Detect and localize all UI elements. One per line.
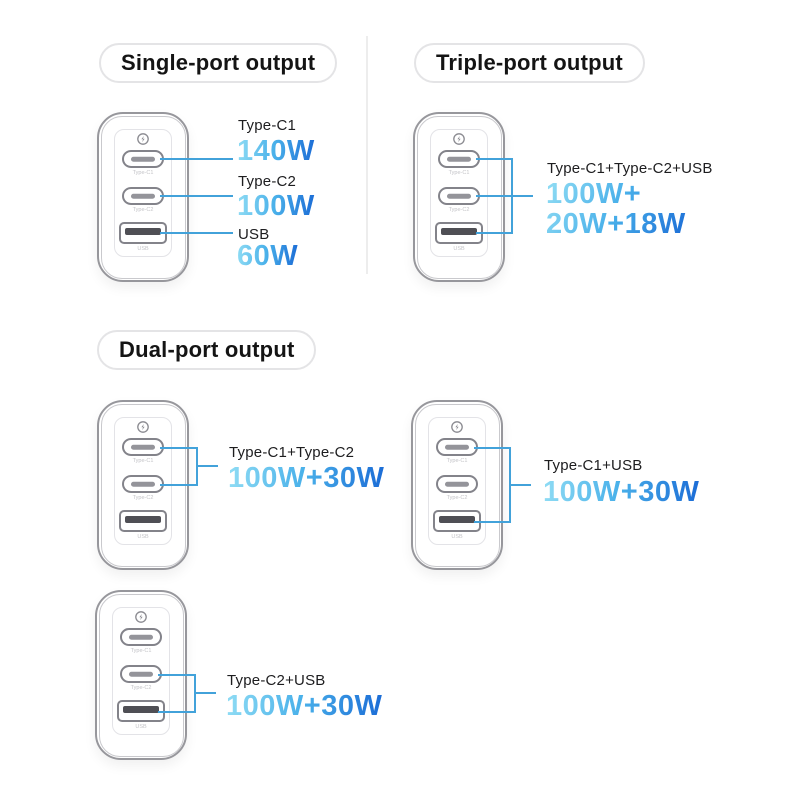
charger-illustration: Type-C1 Type-C2 USB xyxy=(97,112,189,282)
connector-line xyxy=(160,447,196,449)
port-name-label: Type-C2+USB xyxy=(227,672,326,689)
connector-line xyxy=(476,195,511,197)
fast-charge-logo-icon xyxy=(453,133,465,145)
charger-illustration: Type-C1 Type-C2 USB xyxy=(411,400,503,570)
fast-charge-logo-icon xyxy=(451,421,463,433)
usb-a-port xyxy=(117,700,165,722)
usb-a-tongue xyxy=(441,227,477,235)
type-c-pin xyxy=(445,481,469,487)
type-c1-port-label: Type-C1 xyxy=(448,170,470,176)
port-name-label: USB xyxy=(238,226,270,243)
section-divider xyxy=(366,36,368,274)
type-c2-port xyxy=(120,665,162,683)
connector-line xyxy=(194,692,216,694)
type-c2-port xyxy=(122,475,164,493)
usb-port-label: USB xyxy=(453,246,465,252)
usb-a-port xyxy=(435,222,483,244)
wattage-value: 140W xyxy=(237,135,315,167)
type-c2-port-label: Type-C2 xyxy=(132,207,154,213)
fast-charge-logo-icon xyxy=(137,421,149,433)
connector-line xyxy=(511,195,533,197)
usb-port-label: USB xyxy=(451,534,463,540)
type-c-pin xyxy=(131,156,155,162)
usb-a-port xyxy=(119,510,167,532)
usb-a-tongue xyxy=(439,515,475,523)
type-c-pin xyxy=(129,634,153,640)
type-c1-port-label: Type-C1 xyxy=(446,458,468,464)
type-c-pin xyxy=(447,156,471,162)
type-c1-port-label: Type-C1 xyxy=(132,458,154,464)
fast-charge-logo-icon xyxy=(137,133,149,145)
connector-line xyxy=(476,232,511,234)
wattage-value: 100W xyxy=(237,190,315,222)
wattage-value: 100W+30W xyxy=(543,476,700,508)
wattage-value: 100W+30W xyxy=(228,462,385,494)
port-name-label: Type-C1+Type-C2 xyxy=(229,444,355,461)
type-c2-port xyxy=(436,475,478,493)
fast-charge-logo-icon xyxy=(135,611,147,623)
usb-a-tongue xyxy=(123,705,159,713)
usb-a-tongue xyxy=(125,515,161,523)
type-c1-port xyxy=(122,150,164,168)
port-name-label: Type-C2 xyxy=(238,173,297,190)
type-c2-port xyxy=(438,187,480,205)
type-c-pin xyxy=(131,193,155,199)
type-c1-port xyxy=(438,150,480,168)
type-c1-port xyxy=(122,438,164,456)
connector-line xyxy=(158,711,194,713)
type-c1-port xyxy=(436,438,478,456)
connector-line xyxy=(160,232,233,234)
usb-port-label: USB xyxy=(137,534,149,540)
type-c1-port-label: Type-C1 xyxy=(130,648,152,654)
type-c2-port-label: Type-C2 xyxy=(130,685,152,691)
section-title-triple-port: Triple-port output xyxy=(414,43,645,83)
type-c-pin xyxy=(129,671,153,677)
connector-line xyxy=(474,447,509,449)
port-name-label: Type-C1+Type-C2+USB xyxy=(547,160,713,177)
connector-line xyxy=(196,465,218,467)
charger-illustration: Type-C1 Type-C2 USB xyxy=(413,112,505,282)
wattage-value: 100W+ 20W+18W xyxy=(546,178,686,240)
type-c-pin xyxy=(131,481,155,487)
wattage-value: 100W+30W xyxy=(226,690,383,722)
type-c2-port-label: Type-C2 xyxy=(446,495,468,501)
connector-line xyxy=(160,484,196,486)
type-c-pin xyxy=(447,193,471,199)
type-c2-port xyxy=(122,187,164,205)
wattage-value: 60W xyxy=(237,240,299,272)
type-c-pin xyxy=(131,444,155,450)
type-c2-port-label: Type-C2 xyxy=(132,495,154,501)
section-title-single-port: Single-port output xyxy=(99,43,338,83)
type-c1-port-label: Type-C1 xyxy=(132,170,154,176)
type-c-pin xyxy=(445,444,469,450)
connector-line xyxy=(474,521,509,523)
connector-line xyxy=(476,158,511,160)
section-title-dual-port: Dual-port output xyxy=(97,330,317,370)
connector-line xyxy=(160,195,233,197)
usb-port-label: USB xyxy=(137,246,149,252)
usb-port-label: USB xyxy=(135,724,147,730)
connector-line xyxy=(160,158,233,160)
usb-a-tongue xyxy=(125,227,161,235)
type-c2-port-label: Type-C2 xyxy=(448,207,470,213)
type-c1-port xyxy=(120,628,162,646)
port-name-label: Type-C1+USB xyxy=(544,457,643,474)
connector-line xyxy=(158,674,194,676)
port-name-label: Type-C1 xyxy=(238,117,297,134)
connector-line xyxy=(509,484,531,486)
